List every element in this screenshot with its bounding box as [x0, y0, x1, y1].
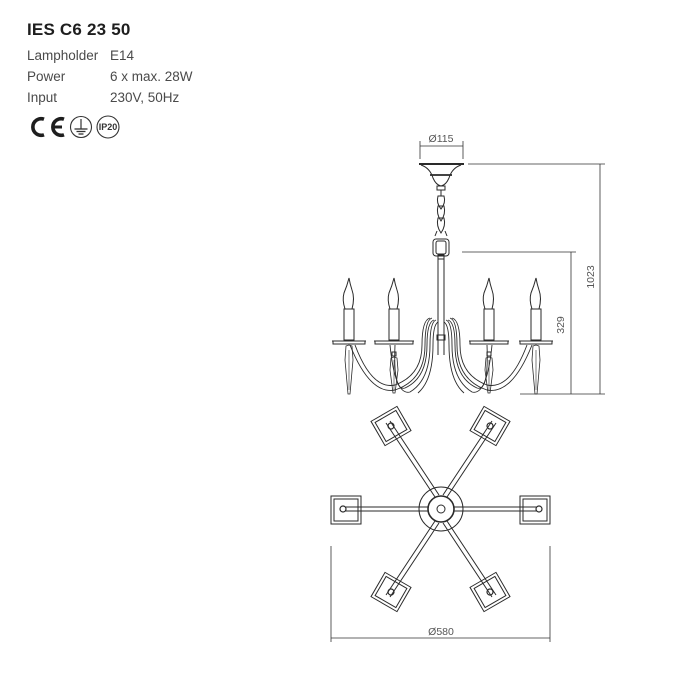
drip-pan-left [330, 495, 362, 525]
drip-pan-bottom-right [469, 571, 511, 613]
candle-1 [332, 277, 366, 395]
candle-2 [374, 277, 414, 394]
spec-value: 230V, 50Hz [110, 90, 180, 105]
body-height-label: 329 [555, 316, 567, 334]
ce-mark-icon [31, 116, 65, 138]
svg-text:IP20: IP20 [99, 122, 118, 132]
ip-rating-icon: IP20 [96, 115, 120, 139]
chain [432, 190, 450, 260]
product-code: IES C6 23 50 [27, 20, 131, 39]
spec-row-power: Power 6 x max. 28W [27, 66, 193, 87]
drip-pan-top-left [370, 405, 412, 447]
canopy-dimension [419, 141, 464, 159]
height-dimensions [462, 163, 605, 395]
candle-4 [519, 277, 553, 395]
certification-icons: IP20 [27, 115, 193, 139]
earth-ground-icon [69, 115, 93, 139]
top-view [330, 405, 551, 642]
top-diameter-label: Ø580 [428, 626, 454, 638]
spec-value: E14 [110, 48, 135, 63]
spec-label: Power [27, 69, 66, 84]
canopy-diameter-label: Ø115 [429, 133, 454, 145]
drip-pan-bottom-left [370, 571, 412, 613]
drip-pan-top-right [469, 405, 511, 447]
spec-row-lampholder: Lampholder E14 [27, 45, 193, 66]
spec-value: 6 x max. 28W [110, 69, 193, 84]
arms [349, 317, 533, 394]
total-height-label: 1023 [585, 265, 597, 289]
spec-label: Lampholder [27, 48, 99, 63]
diameter-dimension [330, 546, 551, 642]
candle-3 [469, 277, 509, 394]
drip-pan-right [519, 495, 551, 525]
spec-label: Input [27, 90, 58, 105]
side-view [332, 141, 605, 395]
spec-block: IES C6 23 50 Lampholder E14 Power 6 x ma… [27, 20, 193, 139]
ceiling-canopy [419, 163, 464, 191]
spec-row-input: Input 230V, 50Hz [27, 87, 193, 108]
